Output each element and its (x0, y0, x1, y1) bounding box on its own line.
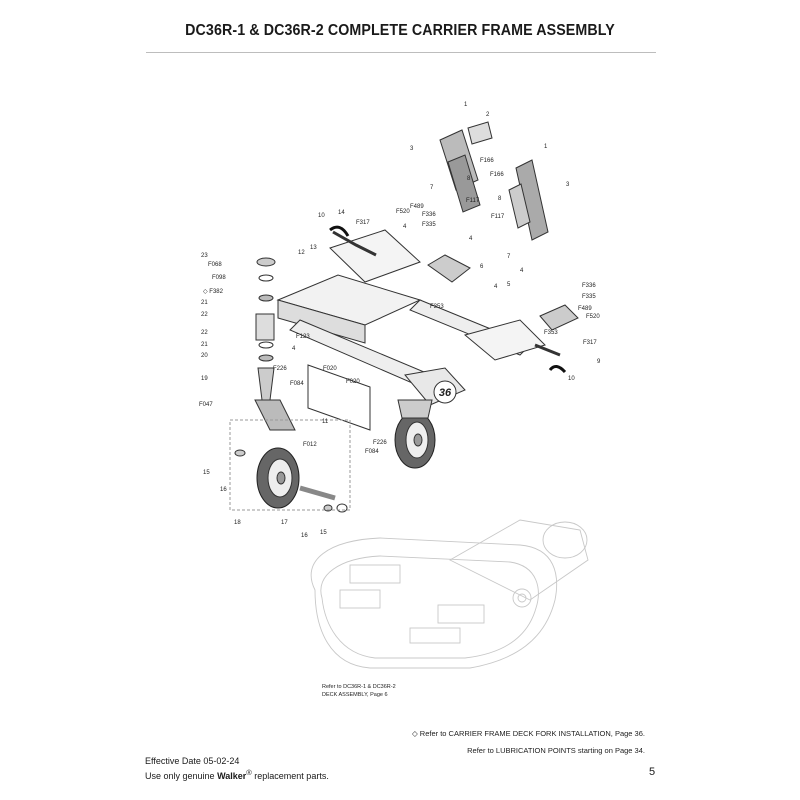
handle-right (534, 343, 561, 357)
callout-f520: F520 (396, 209, 410, 215)
callout-4: 4 (469, 236, 473, 242)
callout-f098: F098 (212, 275, 226, 281)
deck-reference-note: Refer to DC36R-1 & DC36R-2 DECK ASSEMBLY… (322, 683, 396, 699)
footnote-lubrication: Refer to LUBRICATION POINTS starting on … (467, 746, 645, 755)
callout-4: 4 (292, 346, 296, 352)
title-rule (146, 52, 656, 53)
callout-f353: F353 (544, 330, 558, 336)
callout-16: 16 (301, 533, 308, 539)
callout-2: 2 (486, 112, 490, 118)
callout-f226: F226 (373, 440, 387, 446)
callout-f020: F020 (323, 366, 337, 372)
fork-bracket (427, 254, 471, 283)
callout-f335: F335 (582, 294, 596, 300)
callout-21: 21 (201, 342, 208, 348)
callout-9: 9 (597, 359, 601, 365)
callout-f336: F336 (582, 283, 596, 289)
callout-16: 16 (220, 487, 227, 493)
callout-8: 8 (467, 176, 471, 182)
callout-f068: F068 (208, 262, 222, 268)
callout-7: 7 (430, 185, 434, 191)
fork-bracket-right (539, 304, 579, 331)
callout-21: 21 (201, 300, 208, 306)
callout-f117: F117 (491, 214, 505, 220)
callout-f117: F117 (466, 198, 480, 204)
genuine-suffix: replacement parts. (251, 771, 329, 781)
callout-5: 5 (507, 282, 511, 288)
callout-11: 11 (322, 419, 329, 425)
callout-f317: F317 (356, 220, 370, 226)
callout-17: 17 (281, 520, 288, 526)
deck-note-line-2: DECK ASSEMBLY, Page 6 (322, 692, 388, 698)
callout-f317: F317 (583, 340, 597, 346)
callout-4: 4 (403, 224, 407, 230)
callout-15: 15 (203, 470, 210, 476)
callout-3: 3 (566, 182, 570, 188)
callout-20: 20 (201, 353, 208, 359)
callout-f166: F166 (490, 172, 504, 178)
callout-f335: F335 (422, 222, 436, 228)
page-number: 5 (649, 766, 656, 778)
footnote-deck-fork: ◇ Refer to CARRIER FRAME DECK FORK INSTA… (411, 729, 645, 738)
spring-assembly-top (439, 121, 549, 241)
callout-4: 4 (494, 284, 498, 290)
callout-6: 6 (480, 264, 484, 270)
frame-badge: 36 (439, 387, 452, 399)
callout-f226: F226 (273, 366, 287, 372)
effective-date: Effective Date 05-02-24 (145, 756, 240, 766)
callout-f123: F123 (296, 334, 310, 340)
callout-f489: F489 (410, 204, 424, 210)
callout-f520: F520 (586, 314, 600, 320)
genuine-parts-note: Use only genuine Walker® replacement par… (145, 768, 329, 781)
callout-10: 10 (568, 376, 575, 382)
callout-f084: F084 (290, 381, 304, 387)
callout-22: 22 (201, 312, 208, 318)
callout-23: 23 (201, 253, 208, 259)
callout-f166: F166 (480, 158, 494, 164)
handle-left (332, 230, 377, 257)
callout-19: 19 (201, 376, 208, 382)
page-title: DC36R-1 & DC36R-2 COMPLETE CARRIER FRAME… (185, 22, 615, 39)
callout-1: 1 (544, 144, 548, 150)
callout-f012: F012 (303, 442, 317, 448)
callout-8: 8 (498, 196, 502, 202)
deck-outline (310, 519, 589, 669)
callout-f336: F336 (422, 212, 436, 218)
callout-f353: F353 (430, 304, 444, 310)
callout-f382: ◇ F382 (203, 289, 224, 295)
caster-wheel-right (394, 399, 436, 469)
callout-1: 1 (464, 102, 468, 108)
callout-10: 10 (318, 213, 325, 219)
callout-14: 14 (338, 210, 345, 216)
grip-left (329, 225, 350, 237)
brand-name: Walker (217, 771, 247, 781)
callout-7: 7 (507, 254, 511, 260)
grip-right (548, 365, 567, 374)
caster-wheel-left (229, 419, 351, 513)
callout-3: 3 (410, 146, 414, 152)
callout-f020: F020 (346, 379, 360, 385)
callout-12: 12 (298, 250, 305, 256)
callout-f489: F489 (578, 306, 592, 312)
pivot-stack-left (254, 257, 296, 431)
callout-15: 15 (320, 530, 327, 536)
callout-4: 4 (520, 268, 524, 274)
callout-13: 13 (310, 245, 317, 251)
callout-f047: F047 (199, 402, 213, 408)
genuine-prefix: Use only genuine (145, 771, 218, 781)
registered-mark: ® (246, 768, 252, 777)
callout-18: 18 (234, 520, 241, 526)
callout-22: 22 (201, 330, 208, 336)
callout-f084: F084 (365, 449, 379, 455)
deck-note-line-1: Refer to DC36R-1 & DC36R-2 (322, 684, 396, 690)
